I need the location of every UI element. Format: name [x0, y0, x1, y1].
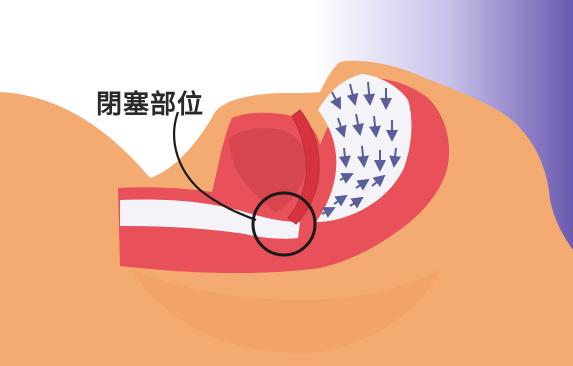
obstruction-site-label: 閉塞部位: [96, 84, 204, 121]
